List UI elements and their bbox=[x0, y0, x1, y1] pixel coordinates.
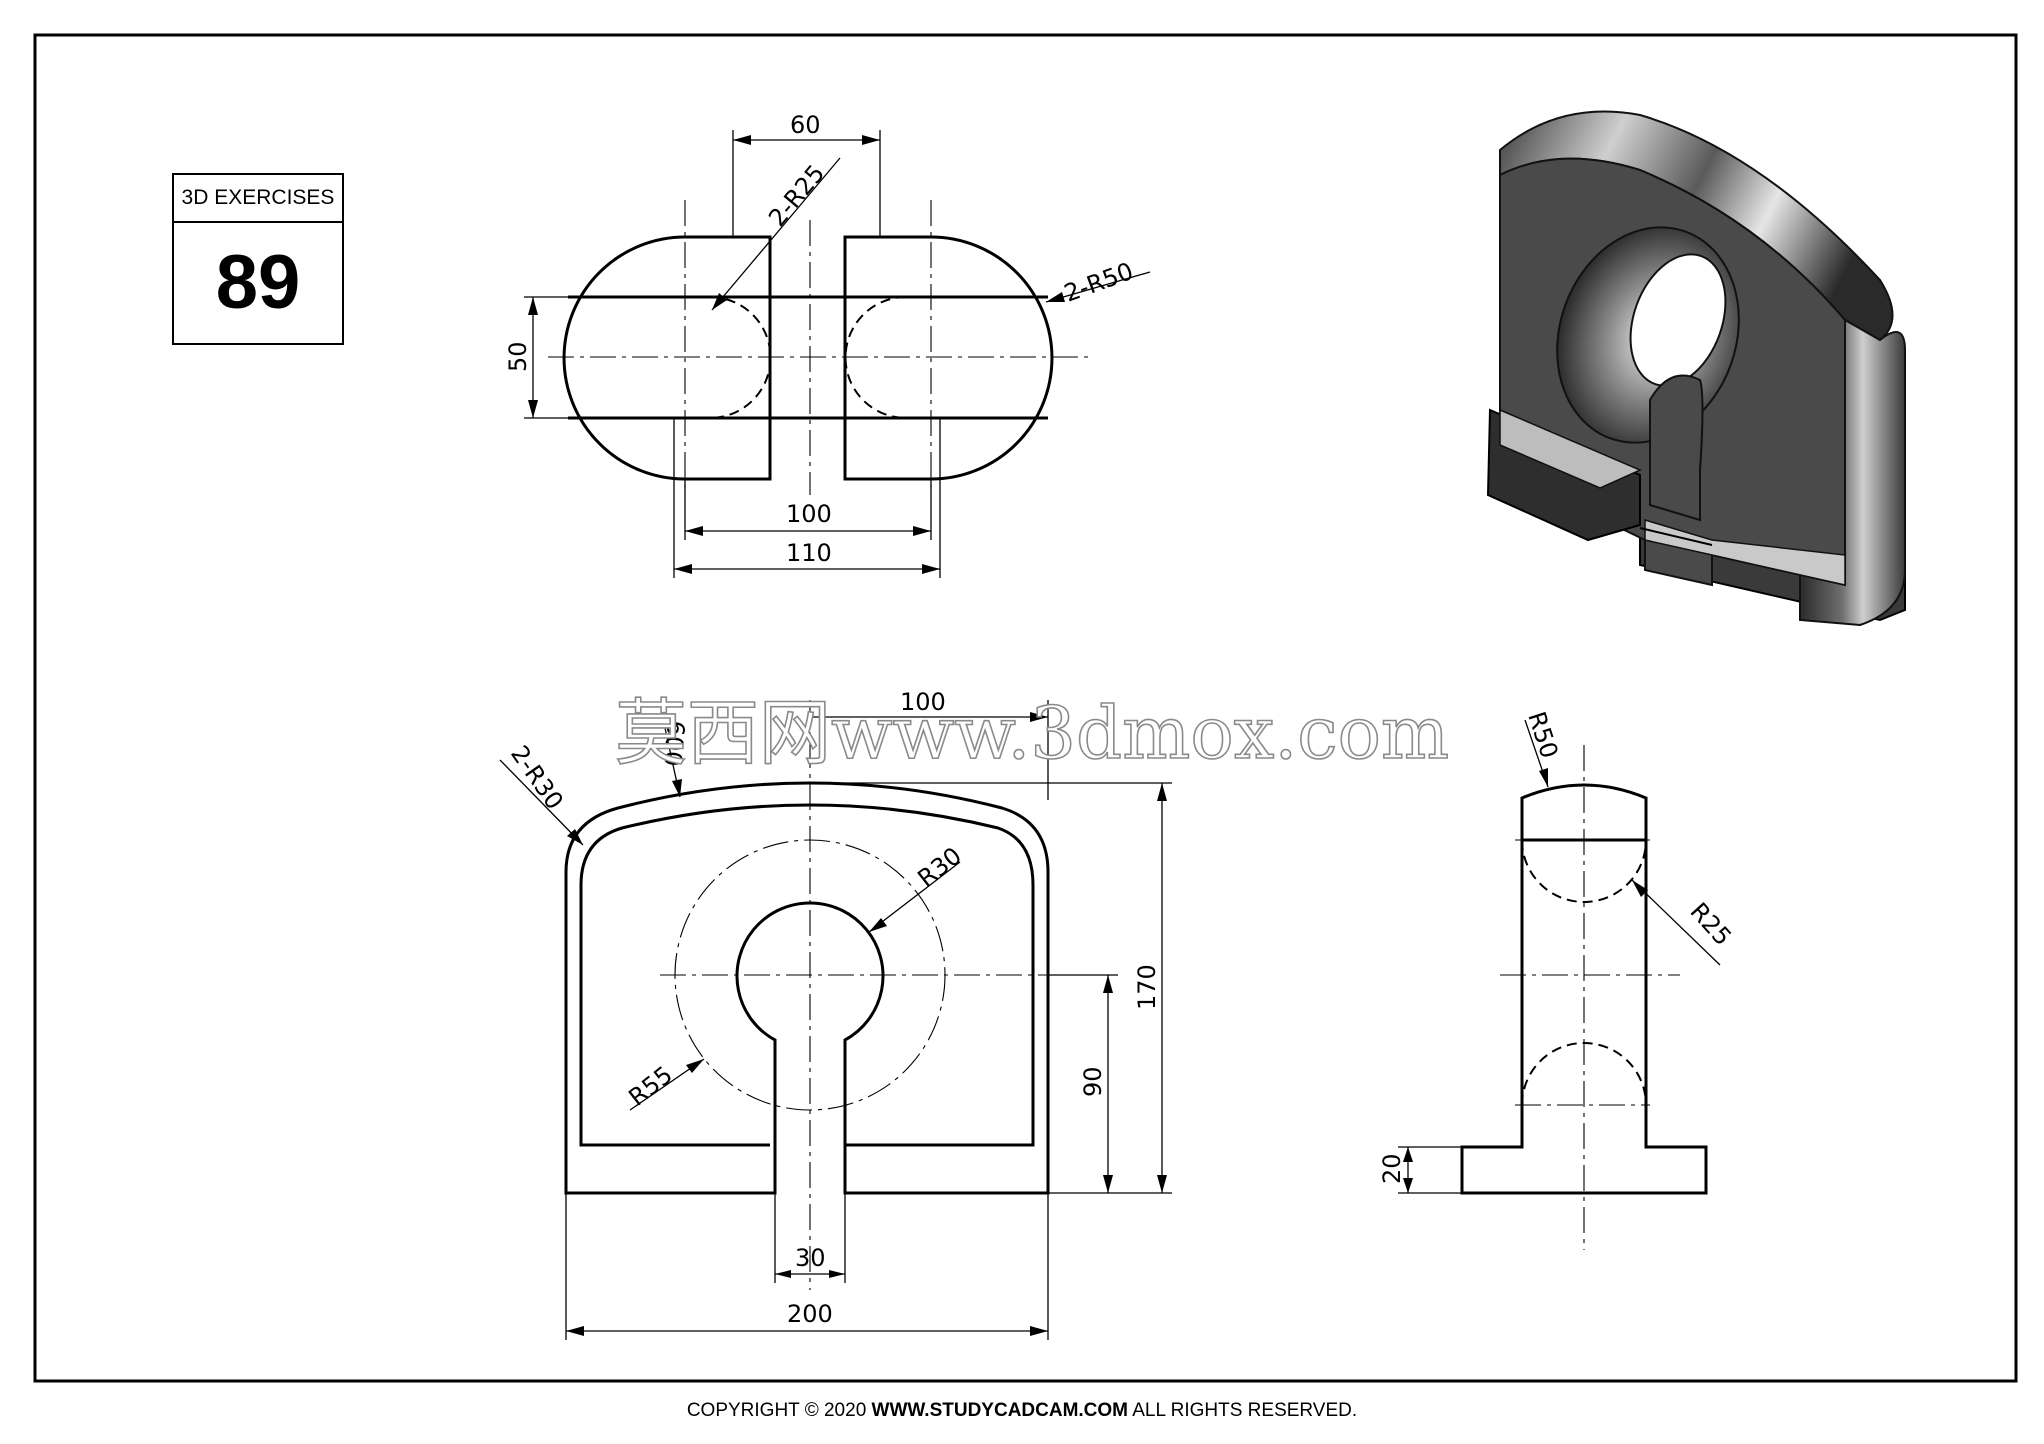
watermark-text: 莫西网www.3dmox.com bbox=[615, 691, 1449, 775]
sheet-border bbox=[33, 33, 2018, 1383]
dim-2r25-leader bbox=[711, 157, 841, 311]
side-view-outline bbox=[1460, 783, 1708, 1195]
front-dim-170-arrow-top bbox=[1157, 783, 1167, 801]
dim-50-text: 50 bbox=[504, 341, 532, 372]
dim-2r50-arrow bbox=[1046, 292, 1065, 302]
dim-100-text: 100 bbox=[786, 500, 832, 528]
top-view-right-half-outline bbox=[843, 235, 1054, 481]
exercise-badge: 3D EXERCISES 89 bbox=[172, 173, 344, 345]
front-view-inner-flange-line bbox=[579, 803, 1035, 1147]
front-dim-100-text: 100 bbox=[900, 688, 946, 716]
front-dim-200-arrow-right bbox=[1030, 1326, 1048, 1336]
dim-100-arrow-right bbox=[913, 526, 931, 536]
exercise-badge-label: 3D EXERCISES bbox=[174, 175, 342, 223]
front-dim-r30-arrow bbox=[869, 918, 887, 932]
front-dim-30-arrow-left bbox=[775, 1270, 791, 1278]
front-dim-600-text: 600 bbox=[658, 719, 690, 767]
top-view-left-hidden-arc bbox=[709, 296, 772, 419]
dim-100-arrow-left bbox=[685, 526, 703, 536]
top-view: 60 2-R25 2-R50 50 100 110 bbox=[504, 111, 1151, 578]
side-dim-20-arrow-bottom bbox=[1403, 1178, 1413, 1193]
front-dim-200-arrow-left bbox=[566, 1326, 584, 1336]
exercise-number: 89 bbox=[215, 240, 301, 325]
dim-110-text: 110 bbox=[786, 539, 832, 567]
copyright-site-link[interactable]: WWW.STUDYCADCAM.COM bbox=[871, 1400, 1129, 1421]
dim-2r25-text: 2-R25 bbox=[763, 159, 830, 232]
front-dim-170-text: 170 bbox=[1133, 964, 1161, 1010]
dim-50-arrow-bottom bbox=[528, 400, 538, 418]
front-dim-2r30-arrow bbox=[567, 829, 583, 845]
iso-center-hole-opening bbox=[1629, 253, 1727, 387]
front-dim-2r30-leader bbox=[499, 759, 584, 846]
front-dim-90-text: 90 bbox=[1079, 1066, 1107, 1097]
front-dim-r55-arrow bbox=[686, 1059, 704, 1073]
side-view-upper-hidden-arc bbox=[1521, 839, 1647, 903]
side-view: R50 R25 20 bbox=[1378, 708, 1737, 1250]
side-dim-r50-text: R50 bbox=[1522, 708, 1563, 762]
side-dim-r25-arrow bbox=[1632, 880, 1648, 897]
front-dim-r30-leader bbox=[868, 861, 961, 933]
front-dim-200-text: 200 bbox=[787, 1300, 833, 1328]
front-view-outer-outline bbox=[564, 781, 1050, 1195]
dim-60-arrow-right bbox=[862, 135, 880, 145]
isometric-3d-model bbox=[1486, 110, 1906, 627]
side-dim-r50-arrow bbox=[1539, 768, 1548, 787]
copyright-footer: COPYRIGHT © 2020 WWW.STUDYCADCAM.COM ALL… bbox=[0, 1400, 2044, 1422]
front-dim-600-arrow bbox=[672, 779, 682, 797]
front-view: 100 2-R30 600 R30 R55 170 90 bbox=[499, 688, 1172, 1340]
front-view-r55-construction-circle bbox=[674, 839, 946, 1111]
dim-60-text: 60 bbox=[790, 111, 821, 139]
iso-slot-gap-line bbox=[1639, 527, 1713, 546]
side-dim-r25-leader bbox=[1631, 879, 1721, 966]
top-view-right-hidden-arc bbox=[844, 296, 907, 419]
dim-2r50-text: 2-R50 bbox=[1060, 257, 1136, 308]
front-dim-90-arrow-top bbox=[1103, 975, 1113, 993]
dim-50-arrow-top bbox=[528, 297, 538, 315]
side-dim-20-text: 20 bbox=[1378, 1153, 1406, 1184]
front-dim-90-arrow-bottom bbox=[1103, 1175, 1113, 1193]
copyright-suffix: ALL RIGHTS RESERVED. bbox=[1128, 1400, 1358, 1421]
front-dim-r30-text: R30 bbox=[912, 842, 966, 893]
front-dim-2r30-text: 2-R30 bbox=[505, 740, 569, 814]
copyright-prefix: COPYRIGHT © 2020 bbox=[686, 1400, 872, 1421]
front-dim-100-arrow-right bbox=[1030, 712, 1048, 722]
iso-base-left-flange-top bbox=[1499, 408, 1642, 489]
side-dim-r25-text: R25 bbox=[1685, 897, 1737, 951]
dim-2r25-arrow bbox=[712, 293, 727, 310]
dim-110-arrow-left bbox=[674, 564, 692, 574]
front-dim-170-arrow-bottom bbox=[1157, 1175, 1167, 1193]
front-dim-30-text: 30 bbox=[795, 1244, 826, 1272]
iso-slot-tongue bbox=[1649, 374, 1704, 522]
dim-60-arrow-left bbox=[733, 135, 751, 145]
side-view-lower-hidden-arc bbox=[1521, 1042, 1647, 1106]
front-dim-30-arrow-right bbox=[829, 1270, 845, 1278]
side-dim-20-arrow-top bbox=[1403, 1147, 1413, 1162]
top-view-left-half-outline bbox=[562, 235, 772, 481]
iso-base-right-flange-top bbox=[1644, 518, 1846, 586]
dim-110-arrow-right bbox=[922, 564, 940, 574]
front-dim-r55-text: R55 bbox=[623, 1061, 677, 1112]
